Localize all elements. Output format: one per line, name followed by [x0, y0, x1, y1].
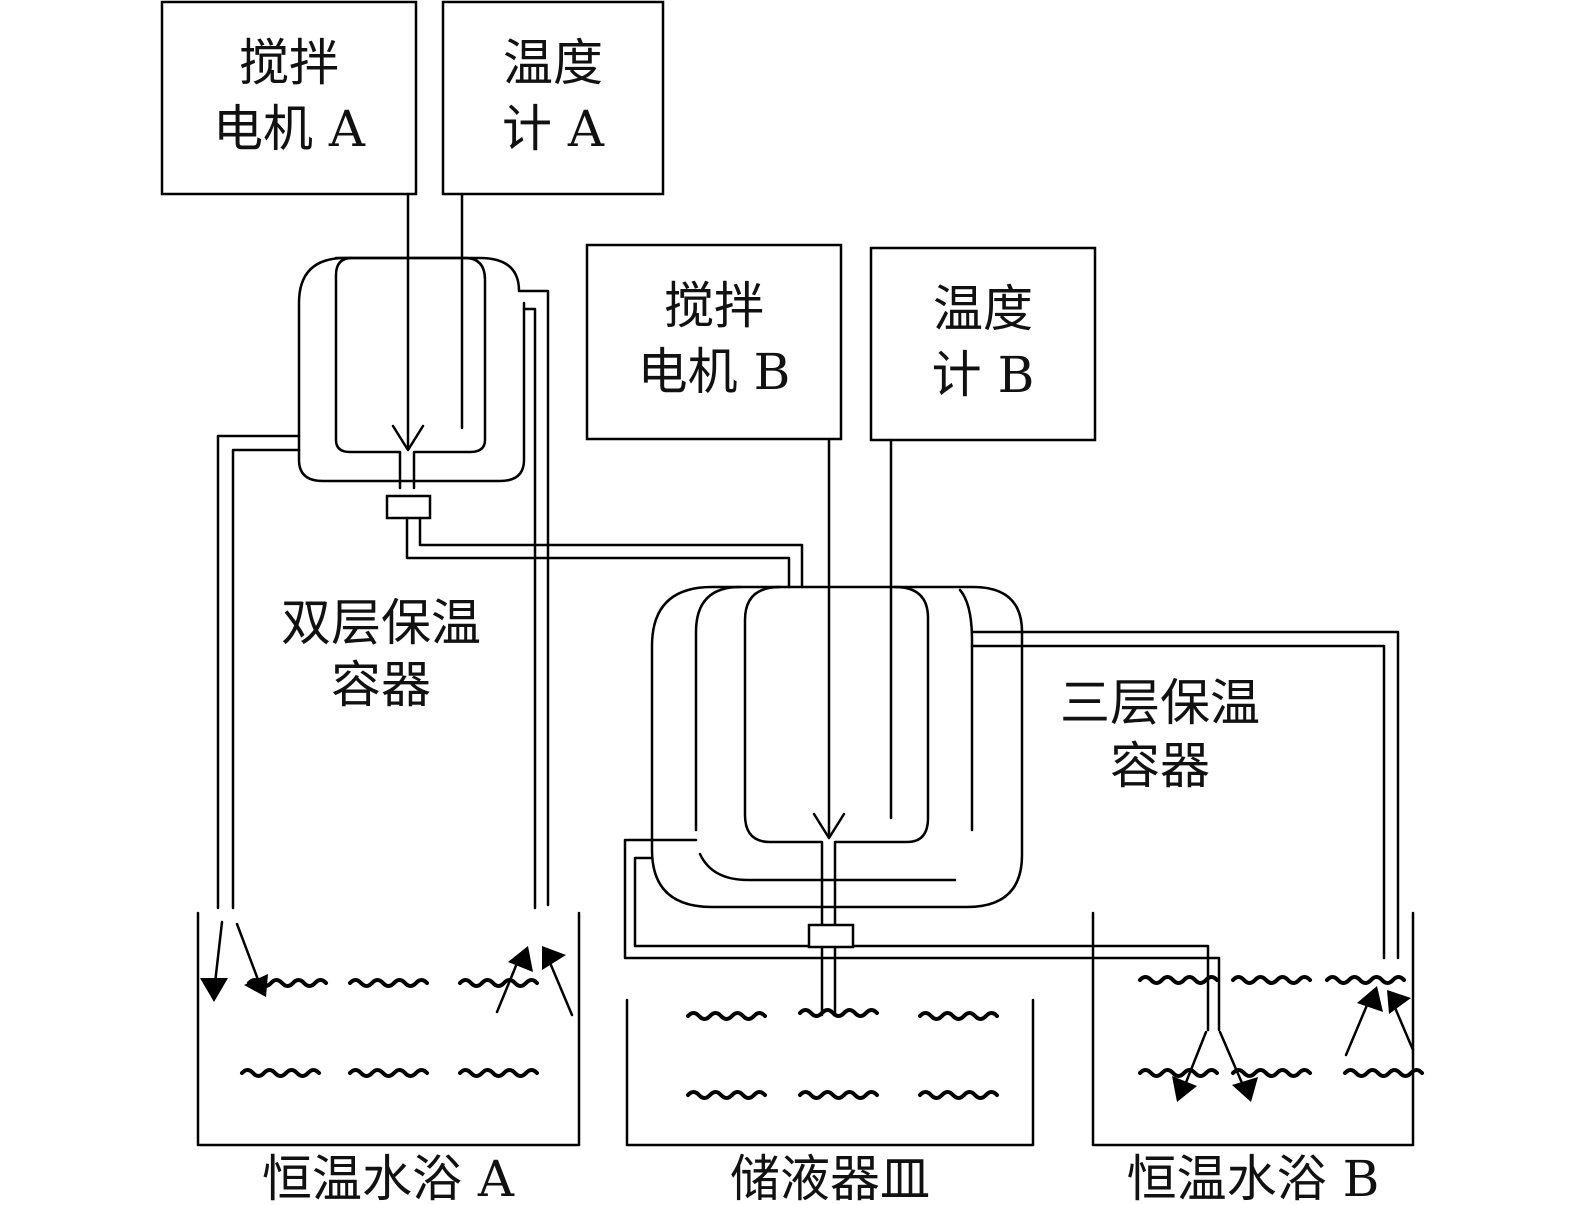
outflow-arrow-b2-icon: [1218, 1030, 1247, 1092]
thermometer-a-label-line1: 温度: [503, 34, 603, 92]
stirrer-blade-b-icon: [812, 812, 846, 840]
return-arrow-a2-icon: [546, 956, 574, 1017]
stirrer-motor-b-box: 搅拌 电机 B: [585, 243, 843, 441]
drain-tube-b: [820, 945, 837, 1017]
water-bath-a: [196, 911, 581, 1147]
stirrer-blade-a-icon: [391, 424, 425, 452]
water-bath-b-label: 恒温水浴 B: [1127, 1150, 1380, 1205]
stirrer-motor-a-label-line2: 电机 A: [213, 100, 366, 158]
return-arrow-a1-icon: [495, 954, 522, 1014]
reservoir-label: 储液器皿: [730, 1150, 930, 1205]
thermometer-a-box: 温度 计 A: [441, 0, 665, 196]
double-layer-container: [216, 256, 550, 910]
double-layer-label-line1: 双层保温: [281, 594, 481, 652]
triple-layer-label-line1: 三层保温: [1060, 674, 1260, 732]
double-layer-label-line2: 容器: [331, 656, 431, 714]
valve-b: [807, 923, 855, 949]
thermometer-b-label-line1: 温度: [933, 280, 1033, 338]
return-arrow-b1-icon: [1344, 996, 1372, 1057]
thermometer-b-box: 温度 计 B: [869, 246, 1097, 442]
thermometer-b-label-line2: 计 B: [932, 346, 1035, 404]
stirrer-motor-a-box: 搅拌 电机 A: [160, 0, 418, 196]
triple-layer-container: [623, 585, 1400, 1032]
stirrer-motor-b-label-line1: 搅拌: [664, 277, 764, 335]
reservoir-dish: [625, 998, 1035, 1147]
transfer-tube-outer: [405, 516, 791, 589]
valve-a: [385, 494, 432, 520]
triple-layer-label-line2: 容器: [1110, 737, 1210, 795]
stirrer-motor-b-label-line2: 电机 B: [638, 343, 791, 401]
return-arrow-b2-icon: [1391, 1001, 1415, 1052]
outflow-arrow-b1-icon: [1181, 1030, 1208, 1092]
outflow-arrow-a2-icon: [235, 922, 262, 987]
stirrer-motor-a-label-line1: 搅拌: [239, 34, 339, 92]
water-bath-a-label: 恒温水浴 A: [262, 1150, 515, 1205]
water-bath-b: [1091, 911, 1424, 1147]
thermometer-a-label-line2: 计 A: [502, 100, 605, 158]
transfer-tube-inner: [418, 516, 804, 589]
